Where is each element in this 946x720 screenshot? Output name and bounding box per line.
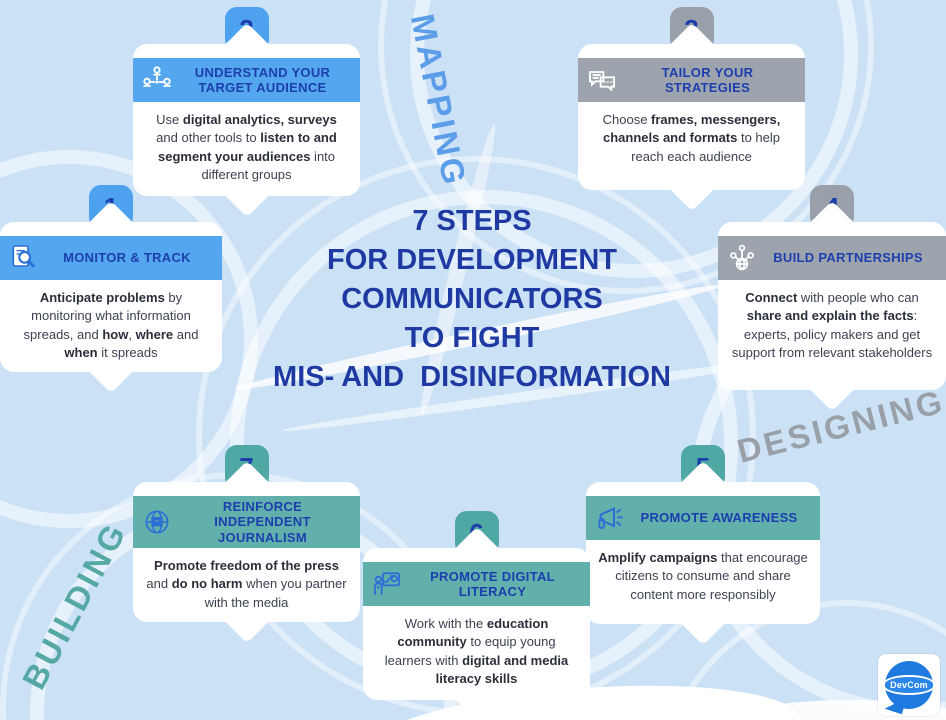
step-card-monitor-track: 1 MONITOR & TRACK Anticipate problems by… [0,185,222,394]
step-title: TAILOR YOUR STRATEGIES [661,64,754,95]
step-title: PROMOTE AWARENESS [640,510,798,526]
devcom-logo-bubble: DevCom [883,661,935,709]
step-description: Use digital analytics, surveys and other… [156,112,337,183]
megaphone-icon [592,500,628,536]
step-description: Amplify campaigns that encourage citizen… [598,550,808,602]
step-header: MONITOR & TRACK [0,236,222,280]
step-description: Anticipate problems by monitoring what i… [23,290,199,361]
title-line: 7 STEPS [412,205,532,237]
title-line: TO FIGHT [404,322,540,354]
step-title: PROMOTE DIGITAL LITERACY [430,568,555,599]
chat-bubbles-icon [584,62,620,98]
step-title: MONITOR & TRACK [63,250,191,266]
step-description: Work with the education community to equ… [384,616,569,687]
step-title: UNDERSTAND YOUR TARGET AUDIENCE [194,64,331,95]
title-line: COMMUNICATORS [341,283,603,315]
step-description: Connect with people who can share and ex… [731,290,933,361]
step-header: PROMOTE AWARENESS [586,496,820,540]
step-header: TAILOR YOUR STRATEGIES [578,58,805,102]
step-card-understand-audience: 2 UNDERSTAND YOUR TARGET AUDIENCE Use di… [133,7,360,218]
title-line: FOR DEVELOPMENT [326,244,617,276]
step-title: REINFORCE INDEPENDENT JOURNALISM [214,499,311,545]
step-header: UNDERSTAND YOUR TARGET AUDIENCE [133,58,360,102]
step-header: REINFORCE INDEPENDENT JOURNALISM [133,496,360,548]
title-line: MIS- AND DISINFORMATION [273,361,671,393]
step-card-promote-awareness: 5 PROMOTE AWARENESS Amplify campaigns th… [586,445,820,646]
step-description: Choose frames, messengers, channels and … [602,112,781,164]
step-card-build-partnerships: 4 BUILD PARTNERSHIPS Connect with people… [718,185,946,412]
step-description: Promote freedom of the press and do no h… [146,557,347,610]
step-card-tailor-strategies: 3 TAILOR YOUR STRATEGIES Choose frames, … [578,7,805,212]
partnership-globe-icon [724,240,760,276]
step-title: BUILD PARTNERSHIPS [773,250,923,266]
audience-network-icon [139,62,175,98]
document-search-icon [6,240,42,276]
step-header: PROMOTE DIGITAL LITERACY [363,562,590,606]
devcom-logo: DevCom [878,654,940,716]
step-card-reinforce-journalism: 7 REINFORCE INDEPENDENT JOURNALISM Promo… [133,445,360,644]
step-header: BUILD PARTNERSHIPS [718,236,946,280]
teacher-board-icon [369,566,405,602]
devcom-logo-text: DevCom [883,675,935,695]
journalism-globe-icon [139,504,175,540]
main-title: 7 STEPS FOR DEVELOPMENT COMMUNICATORS TO… [212,202,732,397]
step-card-promote-digital-literacy: 6 PROMOTE DIGITAL LITERACY Work with the… [363,511,590,720]
